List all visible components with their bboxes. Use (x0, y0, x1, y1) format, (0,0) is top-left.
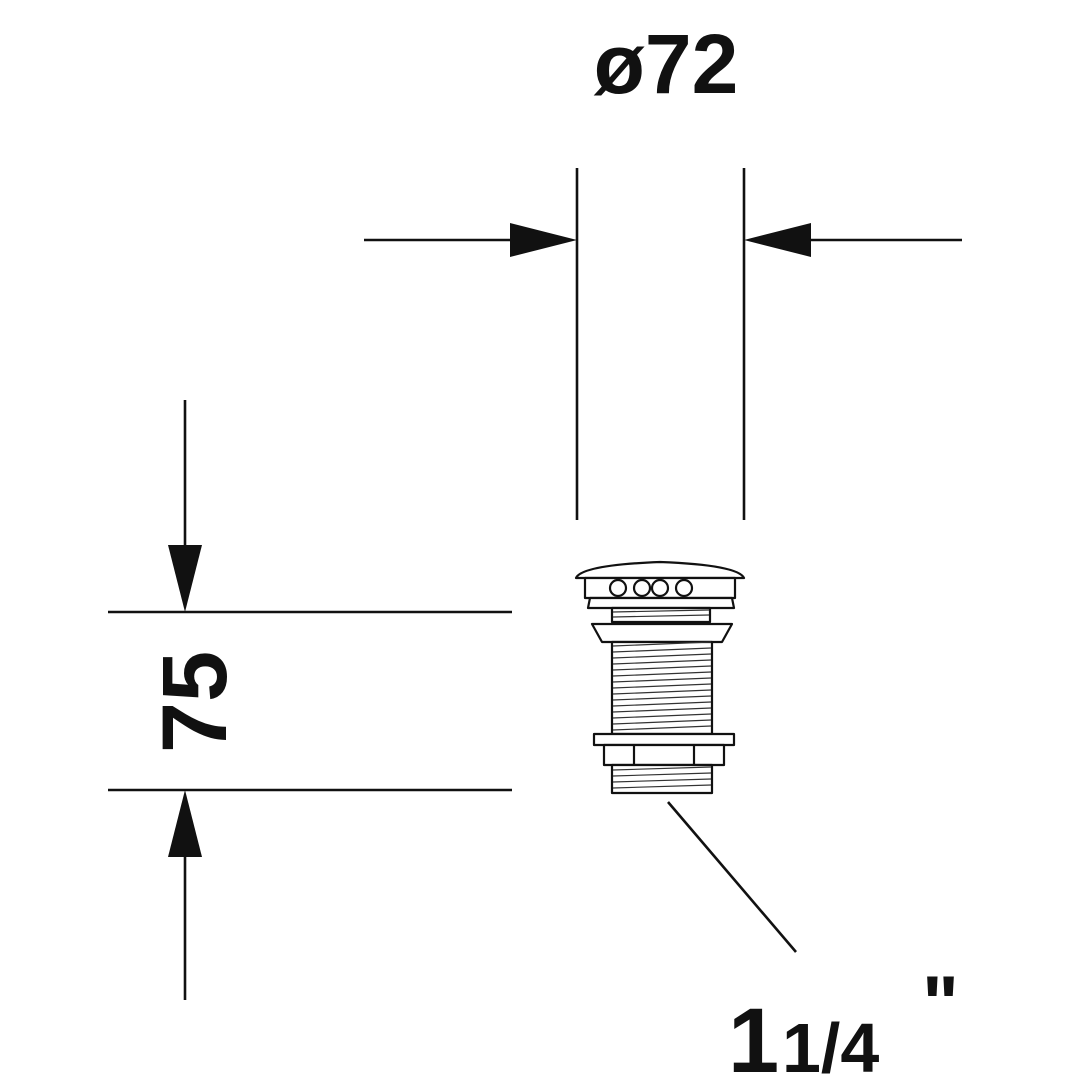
thread-size-fraction: 1/4 (782, 1009, 879, 1080)
thread-leader-line (667, 801, 797, 953)
thread-size-inch-mark: " (922, 959, 959, 1047)
diameter-arrowhead-right (744, 223, 811, 257)
valve-washer (592, 732, 736, 747)
height-arrowhead-bottom (168, 790, 202, 857)
diameter-label: ø72 (594, 17, 739, 111)
height-label: 75 (144, 651, 246, 753)
waste-valve (574, 560, 746, 795)
valve-upper-flange (586, 596, 736, 610)
diameter-arrowhead-left (510, 223, 577, 257)
valve-nut (602, 743, 726, 767)
valve-cap (574, 560, 746, 580)
valve-hole (650, 578, 670, 598)
valve-thread-hatching (612, 609, 712, 789)
valve-tapered-ring (590, 622, 734, 644)
valve-hole (674, 578, 694, 598)
height-arrowhead-top (168, 545, 202, 612)
diameter-dimension (364, 168, 962, 520)
valve-hole (608, 578, 628, 598)
thread-size-whole: 1 (728, 990, 779, 1080)
valve-hole (632, 578, 652, 598)
height-dimension (108, 400, 512, 1000)
